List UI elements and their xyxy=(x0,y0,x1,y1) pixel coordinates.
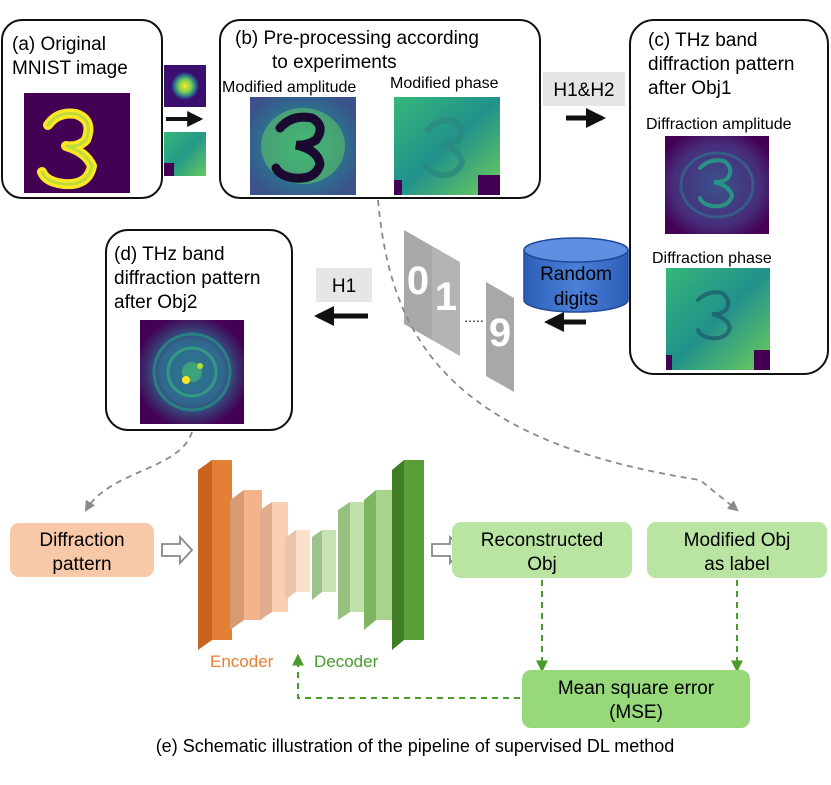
panel-d-title-1: (d) THz band xyxy=(114,244,225,265)
panel-a-title-2: MNIST image xyxy=(12,58,128,79)
encoder-label: Encoder xyxy=(210,652,274,671)
decoder-layer-2 xyxy=(350,502,366,612)
modified-amplitude-label: Modified amplitude xyxy=(222,79,356,96)
diffraction-amplitude-label: Diffraction amplitude xyxy=(646,116,792,133)
digit-card-0 xyxy=(404,230,432,340)
encoder-layer-2 xyxy=(244,490,262,620)
diffraction-amplitude-image xyxy=(665,136,769,234)
input-box-line-2: pattern xyxy=(52,554,111,575)
input-box: Diffraction pattern xyxy=(10,523,154,577)
h1h2-label: H1&H2 xyxy=(553,80,614,101)
input-connector xyxy=(84,431,193,512)
panel-d-title-3: after Obj2 xyxy=(114,292,197,313)
label-obj-line-2: as label xyxy=(704,554,770,575)
h1-label: H1 xyxy=(332,276,356,297)
digit-card-ellipsis: ..... xyxy=(464,309,483,325)
digit-card-9-label: 9 xyxy=(489,311,511,355)
encoder-layers xyxy=(198,460,310,650)
label-connector xyxy=(377,199,739,512)
panel-c-title-2: diffraction pattern xyxy=(648,54,794,75)
input-box-line-1: Diffraction xyxy=(39,530,124,551)
modified-phase-label: Modified phase xyxy=(390,75,499,92)
panel-c-title-3: after Obj1 xyxy=(648,78,731,99)
figure-caption: (e) Schematic illustration of the pipeli… xyxy=(156,736,675,756)
h1-transfer: H1 xyxy=(314,268,372,326)
mse-line-1: Mean square error xyxy=(558,678,715,699)
panel-a: (a) Original MNIST image xyxy=(1,19,163,199)
decoder-layer-3 xyxy=(376,490,394,620)
obj2-diffraction-image xyxy=(140,320,244,424)
panel-d-title-2: diffraction pattern xyxy=(114,268,260,289)
panel-c-title-1: (c) THz band xyxy=(648,30,757,51)
panel-b-title-2: to experiments xyxy=(272,52,397,73)
panel-b: (b) Pre-processing according to experime… xyxy=(219,19,541,199)
diffraction-phase-label: Diffraction phase xyxy=(652,250,772,267)
panel-b-title-1: (b) Pre-processing according xyxy=(235,28,479,49)
decoder-layer-1 xyxy=(322,530,336,592)
preproc-thumbnails xyxy=(164,65,206,176)
digit-cards: 0 1 ..... 9 xyxy=(404,230,514,392)
digit-card-1-label: 1 xyxy=(435,275,457,319)
decoder-layers xyxy=(312,460,424,650)
reconstructed-obj-box: Reconstructed Obj xyxy=(452,522,632,578)
digit-card-0-label: 0 xyxy=(407,259,429,303)
random-digits-label-1: Random xyxy=(540,264,612,285)
modified-phase-image xyxy=(394,97,500,195)
diffraction-phase-image xyxy=(666,268,770,370)
decoder-label: Decoder xyxy=(314,652,379,671)
reconstructed-obj-line-1: Reconstructed xyxy=(481,530,604,551)
input-hollow-arrow xyxy=(161,534,194,566)
modified-amplitude-image xyxy=(250,97,356,195)
mse-box: Mean square error (MSE) xyxy=(522,670,750,728)
encoder-layer-3 xyxy=(272,502,288,612)
h1h2-transfer: H1&H2 xyxy=(543,72,625,128)
panel-c: (c) THz band diffraction pattern after O… xyxy=(629,19,829,375)
label-obj-line-1: Modified Obj xyxy=(684,530,791,551)
encoder-layer-1 xyxy=(212,460,232,640)
mnist-original-image xyxy=(24,93,130,193)
panel-d: (d) THz band diffraction pattern after O… xyxy=(105,229,293,431)
mse-feedback-arrow xyxy=(292,653,520,699)
panel-a-title-1: (a) Original xyxy=(12,34,106,55)
digit-card-9 xyxy=(486,282,514,392)
random-digits-label-2: digits xyxy=(554,289,598,310)
random-digits-source: Random digits xyxy=(523,237,629,332)
mse-line-2: (MSE) xyxy=(609,702,663,723)
decoder-layer-4 xyxy=(404,460,424,640)
label-obj-box: Modified Obj as label xyxy=(647,522,827,578)
encoder-layer-4 xyxy=(296,530,310,592)
digit-card-1 xyxy=(432,246,460,356)
reconstructed-obj-line-2: Obj xyxy=(527,554,557,575)
